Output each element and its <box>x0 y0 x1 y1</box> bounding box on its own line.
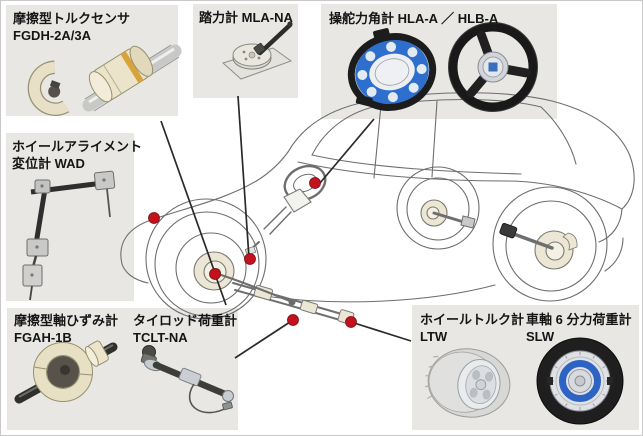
product-model-ltw: LTW <box>420 329 448 344</box>
label-hla: 操舵力角計 HLA-A ／ HLB-A <box>329 10 498 27</box>
callout-dots <box>148 177 357 328</box>
product-title-mla: 踏力計 MLA-NA <box>199 10 293 25</box>
callout-line-ltw <box>350 321 412 342</box>
label-tclt: タイロッド荷重計 TCLT-NA <box>133 312 237 346</box>
callout-dot-wad <box>148 212 160 224</box>
callout-dot-ltw <box>345 316 357 328</box>
label-fgah: 摩擦型軸ひずみ計 FGAH-1B <box>14 312 118 346</box>
callout-line-fgdh <box>160 120 216 274</box>
product-title-hla: 操舵力角計 HLA-A ／ HLB-A <box>329 11 499 26</box>
product-model-wad: 変位計 WAD <box>12 156 85 171</box>
product-title-tclt: タイロッド荷重計 <box>133 313 238 328</box>
label-ltw: ホイールトルク計 LTW <box>420 311 524 345</box>
car-line-drawing <box>120 92 635 325</box>
product-model-fgah: FGAH-1B <box>14 330 72 345</box>
product-model-tclt: TCLT-NA <box>133 330 188 345</box>
product-title-fgdh: 摩擦型トルクセンサ <box>13 11 131 26</box>
callout-line-hla <box>319 118 375 184</box>
callout-dot-mla <box>244 253 256 265</box>
product-title-fgah: 摩擦型軸ひずみ計 <box>14 313 119 328</box>
callout-line-fgah <box>214 273 227 306</box>
product-title-wad: ホイールアライメント <box>12 139 143 154</box>
callout-dot-hla <box>309 177 321 189</box>
tie-rod-assembly-sketch <box>219 273 355 325</box>
product-model-slw: SLW <box>526 329 555 344</box>
label-wad: ホイールアライメント 変位計 WAD <box>12 138 142 172</box>
callout-line-mla <box>237 95 250 259</box>
callout-dot-fgdh-fgah <box>209 268 221 280</box>
product-title-slw: 車軸 6 分力荷重計 <box>526 312 632 327</box>
product-model-fgdh: FGDH-2A/3A <box>13 28 92 43</box>
label-slw: 車軸 6 分力荷重計 SLW <box>526 311 631 345</box>
product-title-ltw: ホイールトルク計 <box>420 312 525 327</box>
callout-dot-tclt <box>287 314 299 326</box>
steering-wheel-sketch <box>244 164 327 256</box>
label-fgdh: 摩擦型トルクセンサ FGDH-2A/3A <box>13 10 130 44</box>
label-mla: 踏力計 MLA-NA <box>199 9 293 26</box>
callout-line-tclt <box>234 319 294 359</box>
